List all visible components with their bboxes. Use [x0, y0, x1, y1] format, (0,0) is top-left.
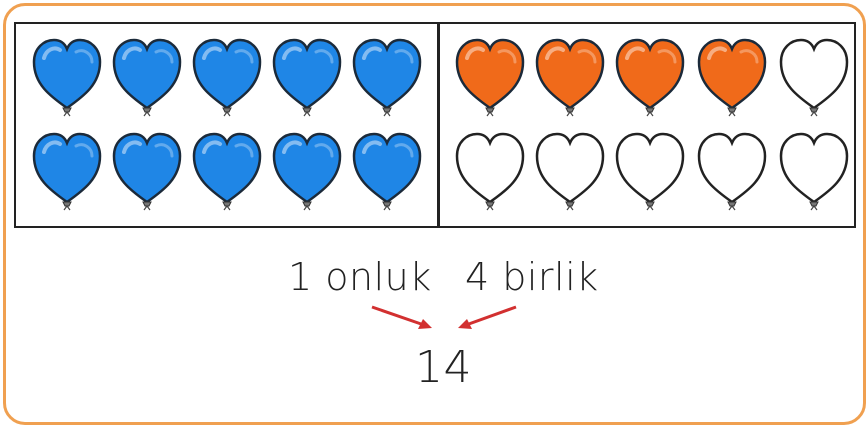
number-result: 14	[415, 342, 472, 393]
blue-heart-balloon	[110, 128, 184, 212]
empty-heart-balloon	[695, 128, 769, 212]
blue-heart-balloon	[110, 34, 184, 118]
blue-heart-balloon	[270, 128, 344, 212]
orange-heart-balloon	[613, 34, 687, 118]
blue-heart-balloon	[270, 34, 344, 118]
empty-heart-balloon	[777, 34, 851, 118]
empty-heart-balloon	[533, 128, 607, 212]
blue-heart-balloon	[190, 128, 264, 212]
blue-heart-balloon	[30, 34, 104, 118]
orange-heart-balloon	[533, 34, 607, 118]
empty-heart-balloon	[453, 128, 527, 212]
frame-divider	[437, 22, 440, 228]
ones-label: 4 birlik	[465, 255, 599, 299]
left-arrow-icon	[371, 305, 432, 329]
blue-heart-balloon	[190, 34, 264, 118]
tens-label: 1 onluk	[288, 255, 432, 299]
orange-heart-balloon	[453, 34, 527, 118]
right-arrow-icon	[458, 305, 517, 329]
orange-heart-balloon	[695, 34, 769, 118]
ten-frames	[14, 22, 856, 228]
empty-heart-balloon	[777, 128, 851, 212]
blue-heart-balloon	[30, 128, 104, 212]
blue-heart-balloon	[350, 34, 424, 118]
empty-heart-balloon	[613, 128, 687, 212]
blue-heart-balloon	[350, 128, 424, 212]
